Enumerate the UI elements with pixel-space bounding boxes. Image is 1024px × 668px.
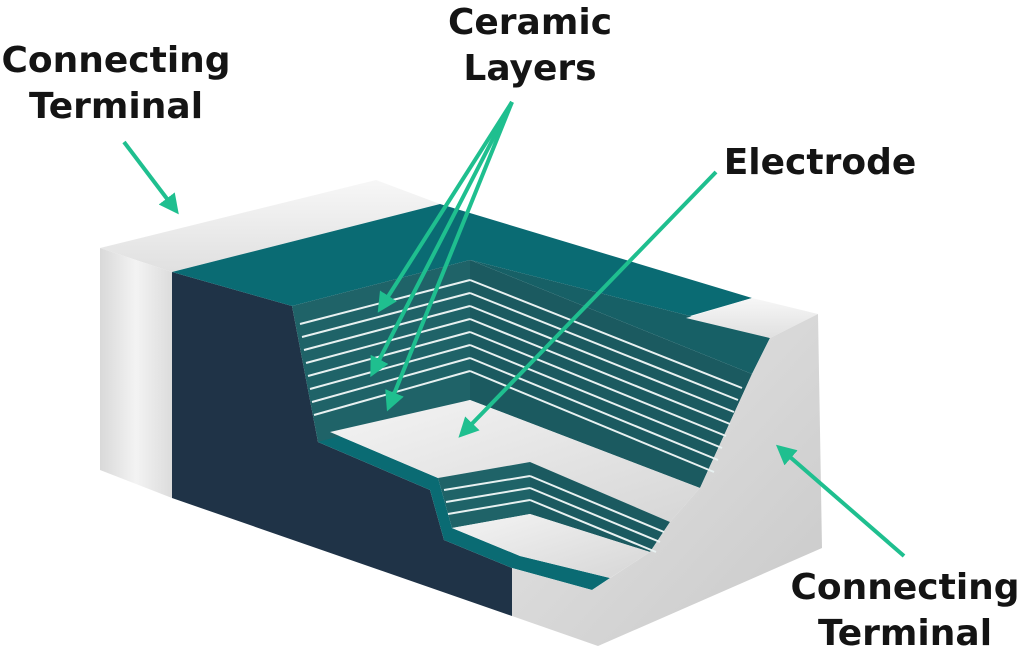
ceramic-body-top <box>172 204 752 316</box>
lower-floor <box>452 514 650 578</box>
ceramic-layers-label: Ceramic Layers <box>420 0 640 92</box>
label-line: Ceramic <box>447 2 613 43</box>
right-terminal-top <box>686 298 818 338</box>
label-line: Terminal <box>28 86 204 127</box>
lower-layer-lines <box>443 475 665 553</box>
left-terminal-front <box>100 248 172 498</box>
right-terminal <box>512 298 822 646</box>
arrow-ceramic-2 <box>370 101 514 378</box>
arrow-terminal-top <box>122 140 179 215</box>
step-rim <box>318 432 610 590</box>
label-line: Electrode <box>723 142 917 183</box>
label-line: Connecting <box>1 40 231 81</box>
electrode-label: Electrode <box>720 140 920 186</box>
label-line: Connecting <box>790 567 1020 608</box>
ceramic-layer-lines-left <box>299 279 471 416</box>
arrow-ceramic-3 <box>385 101 514 412</box>
ceramic-body-front <box>172 272 512 616</box>
label-line: Terminal <box>817 613 993 654</box>
connecting-terminal-top-label: Connecting Terminal <box>0 38 232 130</box>
cut-face-edge <box>470 260 770 374</box>
right-terminal-face <box>512 314 822 646</box>
left-terminal-top <box>100 180 440 272</box>
left-terminal <box>100 180 440 498</box>
arrow-ceramic-1 <box>377 100 514 313</box>
ceramic-layer-lines-right <box>469 279 743 473</box>
lower-cut-face-right <box>530 462 670 552</box>
label-line: Layers <box>463 48 597 89</box>
callout-arrows <box>122 100 906 558</box>
electrode-floor <box>330 400 700 522</box>
connecting-terminal-bottom-label: Connecting Terminal <box>785 565 1024 657</box>
arrow-electrode <box>458 170 718 438</box>
arrow-terminal-bottom <box>775 444 906 558</box>
